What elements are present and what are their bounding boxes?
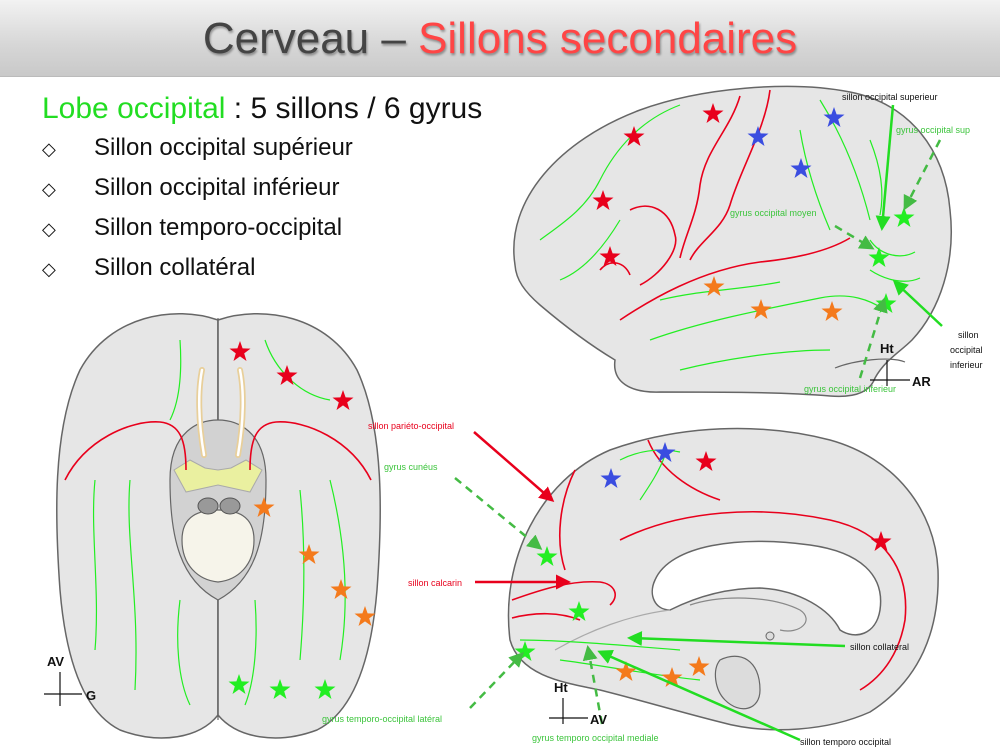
mammillary-body xyxy=(219,497,241,515)
lobe-name: Lobe occipital xyxy=(42,92,226,125)
cingulate-sulcus xyxy=(619,511,907,691)
label-sillon-collateral: sillon collateral xyxy=(850,642,909,652)
medial-green-sulcus xyxy=(639,454,666,501)
mammillary-body xyxy=(197,497,219,515)
olfactory-tract-right-inner xyxy=(236,368,245,457)
bullet-item: ◇ Sillon collatéral xyxy=(42,254,255,282)
arrow-sillon-temporo-occipital xyxy=(597,649,801,742)
frontal-sulcus-red xyxy=(629,205,677,286)
corpus-callosum xyxy=(651,540,882,636)
diamond-icon: ◇ xyxy=(42,259,56,279)
diamond-icon: ◇ xyxy=(42,179,56,199)
bullet-item: ◇ Sillon temporo-occipital xyxy=(42,214,342,242)
bullet-text: Sillon occipital supérieur xyxy=(94,134,353,161)
arrow-sillon-parieto-occipital xyxy=(473,431,555,502)
lateral-green-sulcus xyxy=(679,349,831,371)
label-sillon-occipital-inferieur-2: occipital xyxy=(950,345,983,355)
paracentral-sulcus xyxy=(647,439,721,501)
inferior-green-sulcus xyxy=(329,479,346,661)
lateral-green-sulcus xyxy=(559,219,621,281)
arrow-sillon-occipital-inf xyxy=(892,279,943,327)
lateral-cerebellum xyxy=(834,358,906,369)
anterior-commissure xyxy=(765,631,775,641)
inferior-brain-view: AV G xyxy=(44,312,382,739)
diamond-icon: ◇ xyxy=(42,219,56,239)
label-gyrus-occipital-moyen: gyrus occipital moyen xyxy=(730,208,817,218)
inferior-axis-up-label: AV xyxy=(47,654,64,669)
slide-title: Cerveau – Sillons secondaires xyxy=(0,14,1000,64)
arrow-gyrus-occipital-moyen xyxy=(834,224,875,250)
label-gyrus-temporo-occipital-lateral: gyrus temporo-occipital latéral xyxy=(322,714,442,724)
label-sillon-calcarin: sillon calcarin xyxy=(408,578,462,588)
label-gyrus-cuneus: gyrus cunéus xyxy=(384,462,438,472)
bullet-item: ◇ Sillon occipital supérieur xyxy=(42,134,353,162)
inferior-green-sulcus xyxy=(169,339,182,421)
lateral-green-sulcus xyxy=(799,129,831,231)
arrow-gyrus-cuneus xyxy=(454,477,543,550)
lobe-count: : 5 sillons / 6 gyrus xyxy=(225,92,483,125)
precentral-sulcus xyxy=(679,95,741,259)
parieto-occipital-sulcus xyxy=(559,469,576,571)
lateral-hemisphere-outline xyxy=(513,85,952,398)
label-sillon-occipital-superieur: sillon occipital superieur xyxy=(842,92,938,102)
lateral-brain-view: sillon occipital superieur gyrus occipit… xyxy=(513,85,983,398)
inferior-green-sulcus xyxy=(177,599,191,706)
sylvian-fissure xyxy=(619,237,851,321)
medial-calcarine-grey xyxy=(554,609,671,651)
label-sillon-occipital-inferieur-3: inferieur xyxy=(950,360,983,370)
arrow-sillon-collateral xyxy=(627,630,846,648)
temporal-sulcus-red xyxy=(599,262,631,276)
bullet-text: Sillon occipital inférieur xyxy=(94,174,340,201)
inferior-green-sulcus xyxy=(92,479,98,651)
arrow-gyrus-occipital-sup xyxy=(903,139,942,211)
medial-brain-view: sillon pariéto-occipital gyrus cunéus si… xyxy=(322,421,939,747)
bullet-text: Sillon collatéral xyxy=(94,254,256,281)
title-accent: Sillons secondaires xyxy=(418,14,798,63)
title-bar: Cerveau – Sillons secondaires xyxy=(0,0,1000,77)
label-gyrus-occipital-inferieur: gyrus occipital inferieur xyxy=(804,384,896,394)
inferior-green-sulcus xyxy=(244,599,257,706)
lateral-green-sulcus xyxy=(649,295,886,341)
inferior-red-sulcus xyxy=(249,421,372,481)
inferior-red-sulcus xyxy=(64,421,187,481)
fornix xyxy=(689,597,807,632)
medial-axis-right-label: AV xyxy=(590,712,607,727)
lateral-axis-right-label: AR xyxy=(912,374,931,389)
label-gyrus-temporo-occipital-mediale: gyrus temporo occipital mediale xyxy=(532,733,659,743)
right-hemisphere-inferior xyxy=(217,312,382,739)
label-sillon-temporo-occipital: sillon temporo occipital xyxy=(800,737,891,747)
medial-green-sulcus xyxy=(619,449,681,461)
olfactory-tract-left-inner xyxy=(197,368,206,457)
lateral-axis-up-label: Ht xyxy=(880,341,894,356)
label-gyrus-occipital-sup: gyrus occipital sup xyxy=(896,125,970,135)
label-sillon-occipital-inferieur-1: sillon xyxy=(958,330,979,340)
diamond-icon: ◇ xyxy=(42,139,56,159)
lateral-green-sulcus xyxy=(869,139,883,216)
lateral-green-sulcus xyxy=(539,104,681,241)
lobe-heading: Lobe occipital : 5 sillons / 6 gyrus xyxy=(42,92,482,126)
medial-brainstem xyxy=(714,655,761,710)
inferior-axis-right-label: G xyxy=(86,688,96,703)
inferior-green-sulcus xyxy=(299,489,305,661)
medial-green-sulcus xyxy=(519,639,681,651)
label-sillon-parieto-occipital: sillon pariéto-occipital xyxy=(368,421,454,431)
central-sulcus xyxy=(689,89,771,261)
arrow-gyrus-temporo-occipital-lateral xyxy=(469,651,525,709)
inferior-green-sulcus xyxy=(128,479,137,691)
lateral-green-sulcus xyxy=(819,99,871,221)
lateral-green-sulcus xyxy=(659,281,781,301)
optic-chiasm xyxy=(173,459,263,493)
medial-axis-up-label: Ht xyxy=(554,680,568,695)
calcarine-sulcus xyxy=(511,580,616,606)
title-main: Cerveau – xyxy=(202,14,419,63)
arrow-sillon-occipital-sup xyxy=(875,104,895,231)
bullet-text: Sillon temporo-occipital xyxy=(94,214,343,241)
bullet-item: ◇ Sillon occipital inférieur xyxy=(42,174,339,202)
